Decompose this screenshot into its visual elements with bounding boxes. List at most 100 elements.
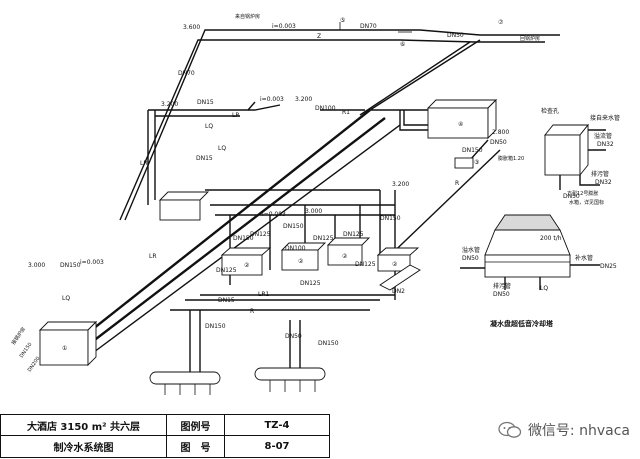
label-elev-3000: 3.000 [305, 208, 322, 215]
label-num3: ③ [474, 159, 479, 166]
label-i0003-mid: i=0.003 [260, 96, 284, 103]
label-elev-3200-a: 3.200 [161, 101, 178, 108]
label-i0003-left: i=0.003 [80, 259, 104, 266]
label-dn800: 2.800 [492, 129, 509, 136]
label-dn200-vertical: DN200 [27, 356, 42, 373]
title-block: 大酒店 3150 m² 共六层 图例号 TZ-4 制冷水系统图 图 号 8-07 [0, 414, 330, 458]
label-num2b: ② [298, 258, 304, 265]
label-dn125-f: DN125 [300, 280, 321, 287]
label-to-boiler: 回锅炉房 [520, 35, 540, 42]
label-tower-capacity: 200 t/h [540, 235, 562, 242]
label-jielaishui: 接自来水管 [590, 114, 620, 122]
drawing-label: 图 号 [167, 436, 225, 457]
label-dn150-vertical: DN150 [19, 342, 34, 359]
label-fangxing: 方型12号膨胀 [567, 190, 598, 197]
tower-title: 凝水盘超低音冷却塔 [490, 319, 554, 328]
label-dn125-c: DN125 [343, 231, 364, 238]
top-supply-pipe [119, 22, 560, 221]
label-dn70-left: DN70 [178, 70, 195, 77]
label-num4: ④ [458, 121, 463, 128]
label-dn50-right: DN50 [490, 139, 507, 146]
label-dn150-d: DN150 [205, 323, 226, 330]
label-bushui: 补水管 [575, 254, 593, 262]
label-dn125-e: DN125 [355, 261, 376, 268]
label-lq-a: LQ [205, 123, 213, 130]
label-r-right: R [455, 180, 459, 187]
label-i0003-top: i=0.003 [272, 23, 296, 30]
label-pengzhang: 膨胀箱1.20 [498, 155, 524, 162]
label-lr-left2: LR [149, 253, 157, 260]
expansion-tank-4 [426, 98, 498, 140]
label-paiwu-right: 排污管 [591, 170, 609, 178]
label-lq-tower: LQ [540, 285, 548, 292]
label-dn125-b: DN125 [313, 235, 334, 242]
label-lr1: LR1 [258, 291, 270, 298]
label-dn150-b: DN150 [283, 223, 304, 230]
label-from-boiler-2: 接锅炉房 [10, 326, 27, 346]
label-paiwu2: 排污管 [493, 282, 511, 290]
label-i0003-c: i=0.003 [262, 211, 286, 218]
label-num1: ① [62, 345, 67, 352]
label-dn25-tower: DN25 [600, 263, 617, 270]
pump-small [454, 157, 474, 169]
label-dn50-tower2: DN50 [493, 291, 510, 298]
label-dn100-a: DN100 [315, 105, 336, 112]
label-elev-3000-left: 3.000 [28, 262, 45, 269]
cooling-unit-1 [38, 320, 98, 367]
label-dn15-a: DN15 [197, 99, 214, 106]
pump-group-right [379, 264, 421, 291]
drawing-name: 制冷水系统图 [1, 436, 167, 457]
legend-label: 图例号 [167, 415, 225, 436]
label-dn15-b: DN15 [196, 155, 213, 162]
label-num2c: ② [342, 253, 348, 260]
project-name: 大酒店 3150 m² 共六层 [1, 415, 167, 436]
label-dn50-tower: DN50 [462, 255, 479, 262]
watermark-text: 微信号: nhvaca [527, 423, 630, 439]
label-shuixiang: 水箱，详见国标 [569, 199, 604, 206]
label-lq-b: LQ [218, 145, 226, 152]
label-dn70-top: DN70 [360, 23, 377, 30]
label-dn150-e: DN150 [318, 340, 339, 347]
label-dn100-b: DN100 [285, 245, 306, 252]
tank-to-pump-line [469, 139, 489, 161]
label-dn2: DN2 [392, 288, 405, 295]
label-dn32-right2: DN32 [595, 179, 612, 186]
r-diagonal-line [379, 149, 501, 266]
label-dn150-left: DN150 [60, 262, 81, 269]
chiller-units [220, 237, 420, 276]
label-dn150-right: DN150 [462, 147, 483, 154]
label-lr-left: LR [140, 160, 148, 167]
label-num7: ⑦ [498, 19, 504, 26]
watermark: 微信号: nhvaca [498, 420, 630, 440]
label-elev-3200-c: 3.200 [392, 181, 409, 188]
label-num2d: ② [392, 261, 398, 268]
label-elev-3200-b: 3.200 [295, 96, 312, 103]
label-yiliu2: 溢水管 [462, 246, 480, 254]
legend-value: TZ-4 [225, 415, 329, 436]
label-from-boiler: 来自锅炉房 [235, 13, 260, 20]
label-r1: R1 [342, 109, 350, 116]
label-num5: ⑤ [340, 17, 345, 24]
label-dn50-top: DN50 [447, 32, 464, 39]
label-lq-left: LQ [62, 295, 70, 302]
label-dn50-right2: DN50 [563, 193, 580, 200]
label-yiliu: 溢流管 [594, 132, 612, 140]
label-elev-3600: 3.600 [183, 24, 200, 31]
label-jianshui: 检查孔 [541, 107, 559, 115]
bottom-headers [149, 310, 326, 395]
label-z-top: Z [317, 33, 321, 40]
label-dn50-b: DN50 [285, 333, 302, 340]
wechat-icon [498, 421, 522, 438]
expansion-water-tank-5 [544, 123, 606, 190]
drawing-value: 8-07 [264, 441, 290, 452]
label-dn15-c: DN15 [218, 297, 235, 304]
label-dn150-c: DN150 [380, 215, 401, 222]
label-dn125-d: DN125 [216, 267, 237, 274]
label-dn150-a: DN150 [233, 235, 254, 242]
label-num2a: ② [244, 262, 250, 269]
main-manifold [158, 191, 210, 221]
label-dn32-right: DN32 [597, 141, 614, 148]
label-lr-a: LR [232, 112, 240, 119]
label-dn125-a: DN125 [250, 231, 271, 238]
